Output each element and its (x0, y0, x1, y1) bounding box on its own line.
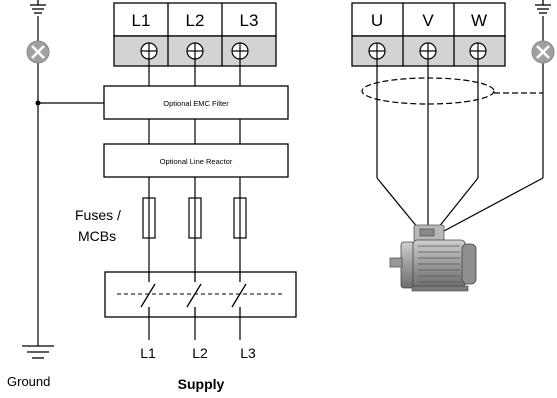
terminal-label-l3: L3 (240, 11, 259, 30)
supply-wires-mid (148, 119, 241, 144)
phase-label-l2: L2 (192, 345, 208, 361)
phase-label-l3: L3 (240, 345, 256, 361)
ground-symbol-icon (22, 345, 54, 359)
supply-wires-bottom (148, 317, 241, 340)
motor-cable-wires (376, 59, 479, 229)
terminal-label-l1: L1 (132, 11, 151, 30)
motor-earth-wire (443, 177, 544, 232)
fuses-label-line1: Fuses / (75, 207, 121, 223)
terminal-screw-icon (469, 42, 487, 60)
ground-symbol-icon (30, 0, 46, 14)
fuse-icon (188, 197, 202, 239)
fuses-label-line2: MCBs (78, 228, 116, 244)
supply-wires-upper (148, 59, 241, 86)
terminal-screw-icon (368, 42, 386, 60)
fuse-icon (142, 197, 156, 239)
terminal-label-l2: L2 (186, 11, 205, 30)
cable-screen-ellipse (361, 77, 495, 105)
phase-label-l1: L1 (140, 345, 156, 361)
terminal-screw-icon (186, 42, 204, 60)
ground-symbol-icon (535, 0, 551, 14)
lamp-indicator-icon (531, 40, 555, 64)
emc-filter-label: Optional EMC Filter (163, 99, 229, 108)
supply-label: Supply (178, 376, 225, 392)
fuse-icon (233, 197, 247, 239)
terminal-label-w: W (471, 11, 487, 30)
terminal-label-v: V (422, 11, 434, 30)
terminal-screw-icon (231, 42, 249, 60)
terminal-screw-icon (140, 42, 158, 60)
junction-dot (35, 100, 41, 106)
terminal-screw-icon (419, 42, 437, 60)
motor-icon (389, 224, 477, 292)
switch-contacts (140, 272, 247, 317)
ground-label: Ground (7, 374, 50, 389)
terminal-label-u: U (371, 11, 383, 30)
emc-filter-box (103, 85, 289, 120)
line-reactor-label: Optional Line Reactor (160, 157, 233, 166)
line-reactor-box (103, 143, 289, 178)
lamp-indicator-icon (26, 40, 50, 64)
